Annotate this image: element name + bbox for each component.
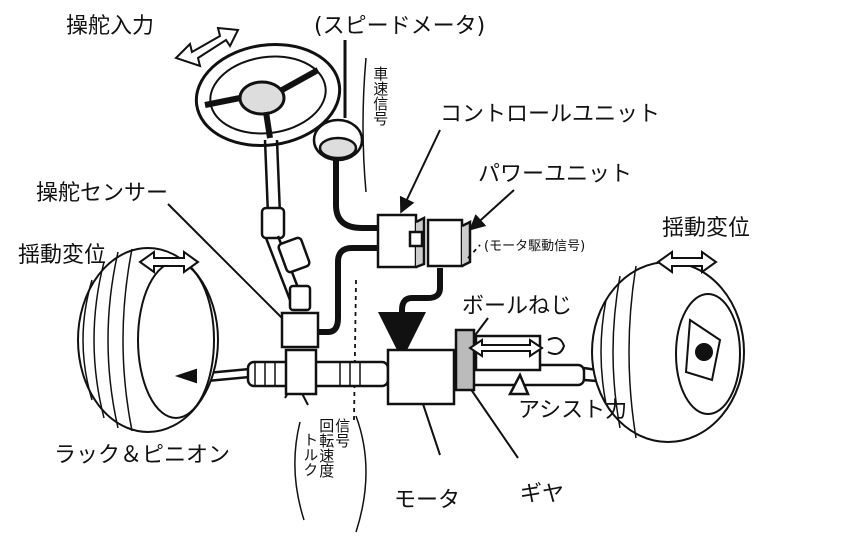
label-rotation-speed: 回転速度 <box>317 418 336 478</box>
label-steering-input: 操舵入力 <box>66 14 155 39</box>
motor-box <box>386 348 456 406</box>
steering-wheel <box>194 42 342 148</box>
label-swing-displacement-right: 揺動変位 <box>662 216 751 241</box>
dashed-signal-lines <box>353 244 481 421</box>
label-signal: 信号 <box>333 418 352 448</box>
label-rack-and-pinion: ラック＆ピニオン <box>54 443 231 468</box>
swing-displacement-arrow-right-icon <box>656 250 718 274</box>
steering-sensor-box <box>280 311 320 349</box>
steering-input-arrow-icon <box>174 26 240 68</box>
label-vehicle-speed-signal: 車速信号 <box>371 66 390 126</box>
right-wheel <box>591 261 745 443</box>
left-wheel <box>77 247 219 433</box>
label-gear: ギヤ <box>520 482 565 507</box>
swing-displacement-arrow-left-icon <box>138 250 200 274</box>
label-swing-displacement-left: 揺動変位 <box>18 243 107 268</box>
label-power-unit: パワーユニット <box>478 162 633 187</box>
label-speedometer: (スピードメータ) <box>314 14 486 39</box>
label-ball-screw: ボールねじ <box>462 294 573 319</box>
signal-cables <box>318 160 443 360</box>
power-unit-box <box>426 218 472 268</box>
label-brackets <box>294 57 367 533</box>
label-control-unit: コントロールユニット <box>440 102 661 127</box>
control-unit-box <box>376 213 426 269</box>
label-assist-force: アシスト力 <box>518 398 628 423</box>
label-steering-sensor: 操舵センサー <box>36 181 169 206</box>
label-torque: トルク <box>301 432 320 477</box>
ball-screw-arrow-icon <box>468 337 566 358</box>
steering-column <box>260 139 312 312</box>
label-motor-drive-signal: (モータ駆動信号) <box>484 239 586 254</box>
rack-housing <box>174 328 611 396</box>
label-motor: モータ <box>394 488 461 513</box>
